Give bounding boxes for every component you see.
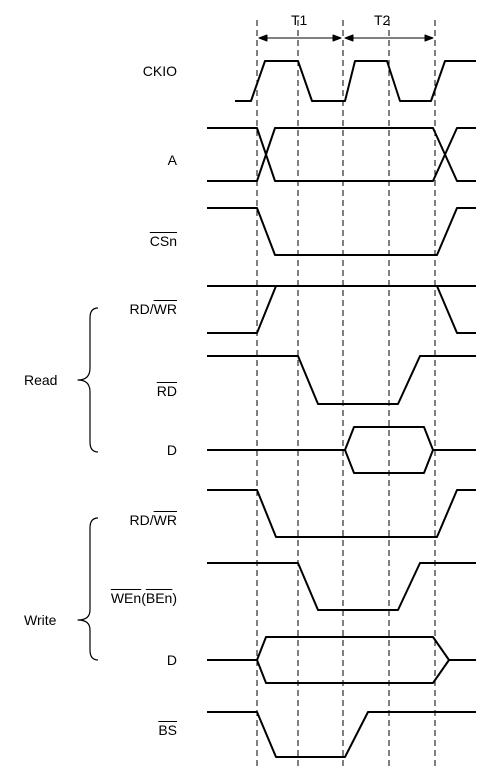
read-d-label: D [167, 442, 177, 458]
read-group-brace [77, 307, 99, 453]
write-ben-text: BEn [145, 590, 173, 606]
read-rd-text: RD [156, 383, 177, 399]
read-rd-waveform [207, 355, 476, 405]
read-d-text: D [166, 442, 177, 458]
t1-arrowhead-left [258, 34, 268, 42]
csn-label: CSn [150, 233, 177, 249]
read-rdwr-waveform [207, 285, 476, 334]
ckio-label: CKIO [143, 63, 177, 79]
write-rdwr-wr: WR [153, 512, 177, 528]
period-arrows [258, 34, 434, 42]
write-wen-label: WEn(BEn) [111, 590, 177, 606]
a-waveform-lower [207, 127, 476, 182]
write-rdwr-waveform [207, 489, 476, 538]
csn-waveform [207, 207, 476, 256]
t1-arrowhead-right [332, 34, 342, 42]
t1-label: T1 [291, 12, 308, 28]
csn-text: CSn [149, 233, 177, 249]
write-wen-waveform [207, 562, 476, 611]
write-rdwr-prefix: RD/ [129, 512, 154, 528]
a-label: A [168, 152, 177, 168]
bs-text: BS [158, 722, 177, 738]
write-d-valid-window [256, 636, 450, 684]
read-rdwr-wr: WR [153, 301, 177, 317]
read-rd-label: RD [157, 383, 177, 399]
bs-label: BS [158, 722, 177, 738]
write-d-text: D [166, 652, 177, 668]
write-group-brace [77, 517, 99, 661]
write-d-label: D [167, 652, 177, 668]
write-group-label: Write [24, 612, 57, 628]
ckio-waveform [235, 60, 476, 102]
write-ben-close: ) [172, 590, 177, 606]
a-text: A [167, 152, 177, 168]
t2-arrowhead-right [424, 34, 434, 42]
a-waveform-upper [207, 127, 476, 182]
read-rdwr-label: RD/WR [130, 301, 177, 317]
write-ben-open: ( [141, 590, 146, 606]
ckio-text: CKIO [142, 63, 177, 79]
read-group-label: Read [24, 372, 58, 388]
write-wen-text: WEn [110, 590, 142, 606]
t2-label: T2 [374, 12, 391, 28]
bs-waveform [207, 711, 476, 758]
write-rdwr-label: RD/WR [130, 512, 177, 528]
t2-arrowhead-left [344, 34, 354, 42]
read-rdwr-prefix: RD/ [129, 301, 154, 317]
guide-lines [256, 20, 436, 767]
